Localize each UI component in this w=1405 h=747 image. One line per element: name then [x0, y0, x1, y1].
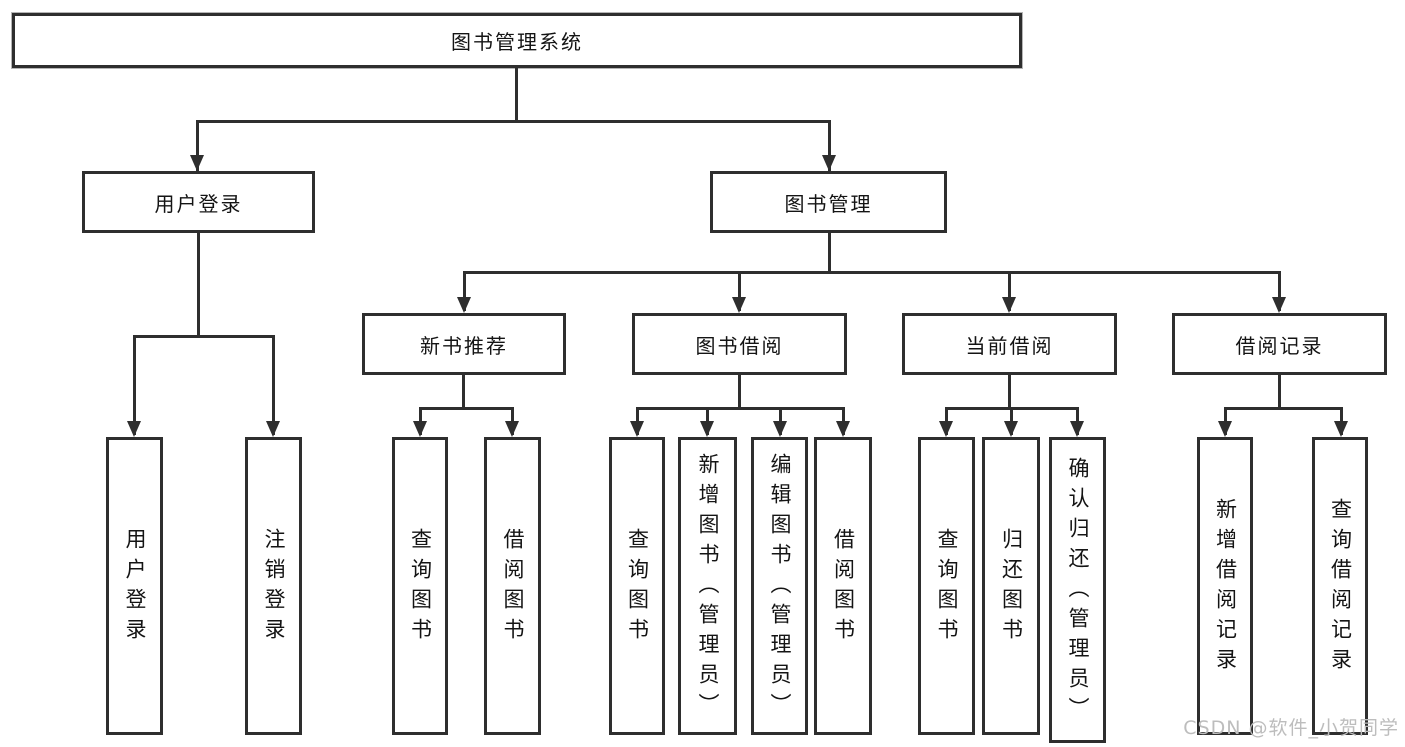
connector-line: [1278, 375, 1281, 409]
node-user-login-label: 用户登录: [154, 191, 243, 216]
arrow-down-icon: [505, 421, 519, 437]
leaf-label: 查询图书: [625, 528, 650, 648]
leaf-logout: 注销登录: [245, 437, 302, 735]
leaf-borrowing-borrow: 借阅图书: [814, 437, 872, 735]
connector-line: [738, 375, 741, 409]
node-new-books-label: 新书推荐: [420, 333, 508, 358]
node-current-borrow-label: 当前借阅: [965, 333, 1054, 358]
leaf-newbooks-query: 查询图书: [392, 437, 448, 735]
leaf-label: 查询图书: [408, 528, 433, 648]
node-current-borrow: 当前借阅: [902, 313, 1117, 375]
leaf-current-query: 查询图书: [918, 437, 975, 735]
connector-line: [197, 233, 200, 337]
connector-line: [133, 335, 275, 338]
node-book-mgmt-label: 图书管理: [784, 191, 873, 216]
arrow-down-icon: [1272, 297, 1286, 313]
arrow-down-icon: [773, 421, 787, 437]
connector-line: [463, 271, 1281, 274]
connector-line: [462, 375, 465, 409]
leaf-label: 查询借阅记录: [1328, 498, 1353, 678]
arrow-down-icon: [836, 421, 850, 437]
arrow-down-icon: [266, 421, 280, 437]
node-book-mgmt: 图书管理: [710, 171, 947, 233]
node-borrowing-label: 图书借阅: [695, 333, 784, 358]
connector-line: [1008, 375, 1011, 409]
leaf-label: 注销登录: [262, 528, 286, 648]
arrow-down-icon: [1334, 421, 1348, 437]
connector-line: [738, 271, 741, 311]
arrow-down-icon: [732, 297, 746, 313]
arrow-down-icon: [1002, 297, 1016, 313]
connector-line: [828, 120, 831, 171]
leaf-borrowing-query: 查询图书: [609, 437, 665, 735]
node-root: 图书管理系统: [12, 13, 1022, 68]
arrow-down-icon: [127, 421, 141, 437]
connector-line: [1278, 271, 1281, 311]
arrow-down-icon: [1004, 421, 1018, 437]
connector-line: [463, 271, 466, 311]
leaf-label: 新增借阅记录: [1213, 498, 1238, 678]
leaf-borrowing-add: 新增图书（管理员）: [678, 437, 737, 735]
node-borrow-records-label: 借阅记录: [1235, 333, 1324, 358]
leaf-label: 新增图书（管理员）: [696, 453, 720, 723]
leaf-current-confirm: 确认归还（管理员）: [1049, 437, 1106, 743]
connector-line: [1008, 271, 1011, 311]
leaf-label: 用户登录: [123, 528, 147, 648]
leaf-current-return: 归还图书: [982, 437, 1040, 735]
connector-line: [197, 120, 831, 123]
leaf-label: 确认归还（管理员）: [1066, 457, 1090, 727]
leaf-records-query: 查询借阅记录: [1312, 437, 1368, 735]
leaf-label: 编辑图书（管理员）: [768, 453, 792, 723]
arrow-down-icon: [700, 421, 714, 437]
connector-line: [515, 68, 518, 121]
node-new-books: 新书推荐: [362, 313, 566, 375]
arrow-down-icon: [939, 421, 953, 437]
connector-line: [828, 233, 831, 273]
connector-line: [272, 335, 275, 435]
leaf-label: 借阅图书: [501, 528, 525, 648]
connector-line: [419, 407, 514, 410]
watermark: CSDN @软件_小贺同学: [1183, 717, 1399, 739]
arrow-down-icon: [190, 155, 204, 171]
connector-line: [636, 407, 845, 410]
leaf-label: 归还图书: [999, 528, 1024, 648]
arrow-down-icon: [1218, 421, 1232, 437]
leaf-label: 查询图书: [935, 528, 959, 648]
connector-line: [1224, 407, 1342, 410]
arrow-down-icon: [630, 421, 644, 437]
connector-line: [133, 335, 136, 435]
node-borrow-records: 借阅记录: [1172, 313, 1387, 375]
connector-line: [196, 120, 199, 171]
node-borrowing: 图书借阅: [632, 313, 847, 375]
node-user-login: 用户登录: [82, 171, 315, 233]
leaf-borrowing-edit: 编辑图书（管理员）: [751, 437, 808, 735]
arrow-down-icon: [457, 297, 471, 313]
arrow-down-icon: [1070, 421, 1084, 437]
arrow-down-icon: [822, 155, 836, 171]
leaf-newbooks-borrow: 借阅图书: [484, 437, 541, 735]
leaf-records-add: 新增借阅记录: [1197, 437, 1253, 735]
leaf-label: 借阅图书: [831, 528, 856, 648]
arrow-down-icon: [413, 421, 427, 437]
node-root-label: 图书管理系统: [451, 30, 583, 54]
leaf-user-login: 用户登录: [106, 437, 163, 735]
